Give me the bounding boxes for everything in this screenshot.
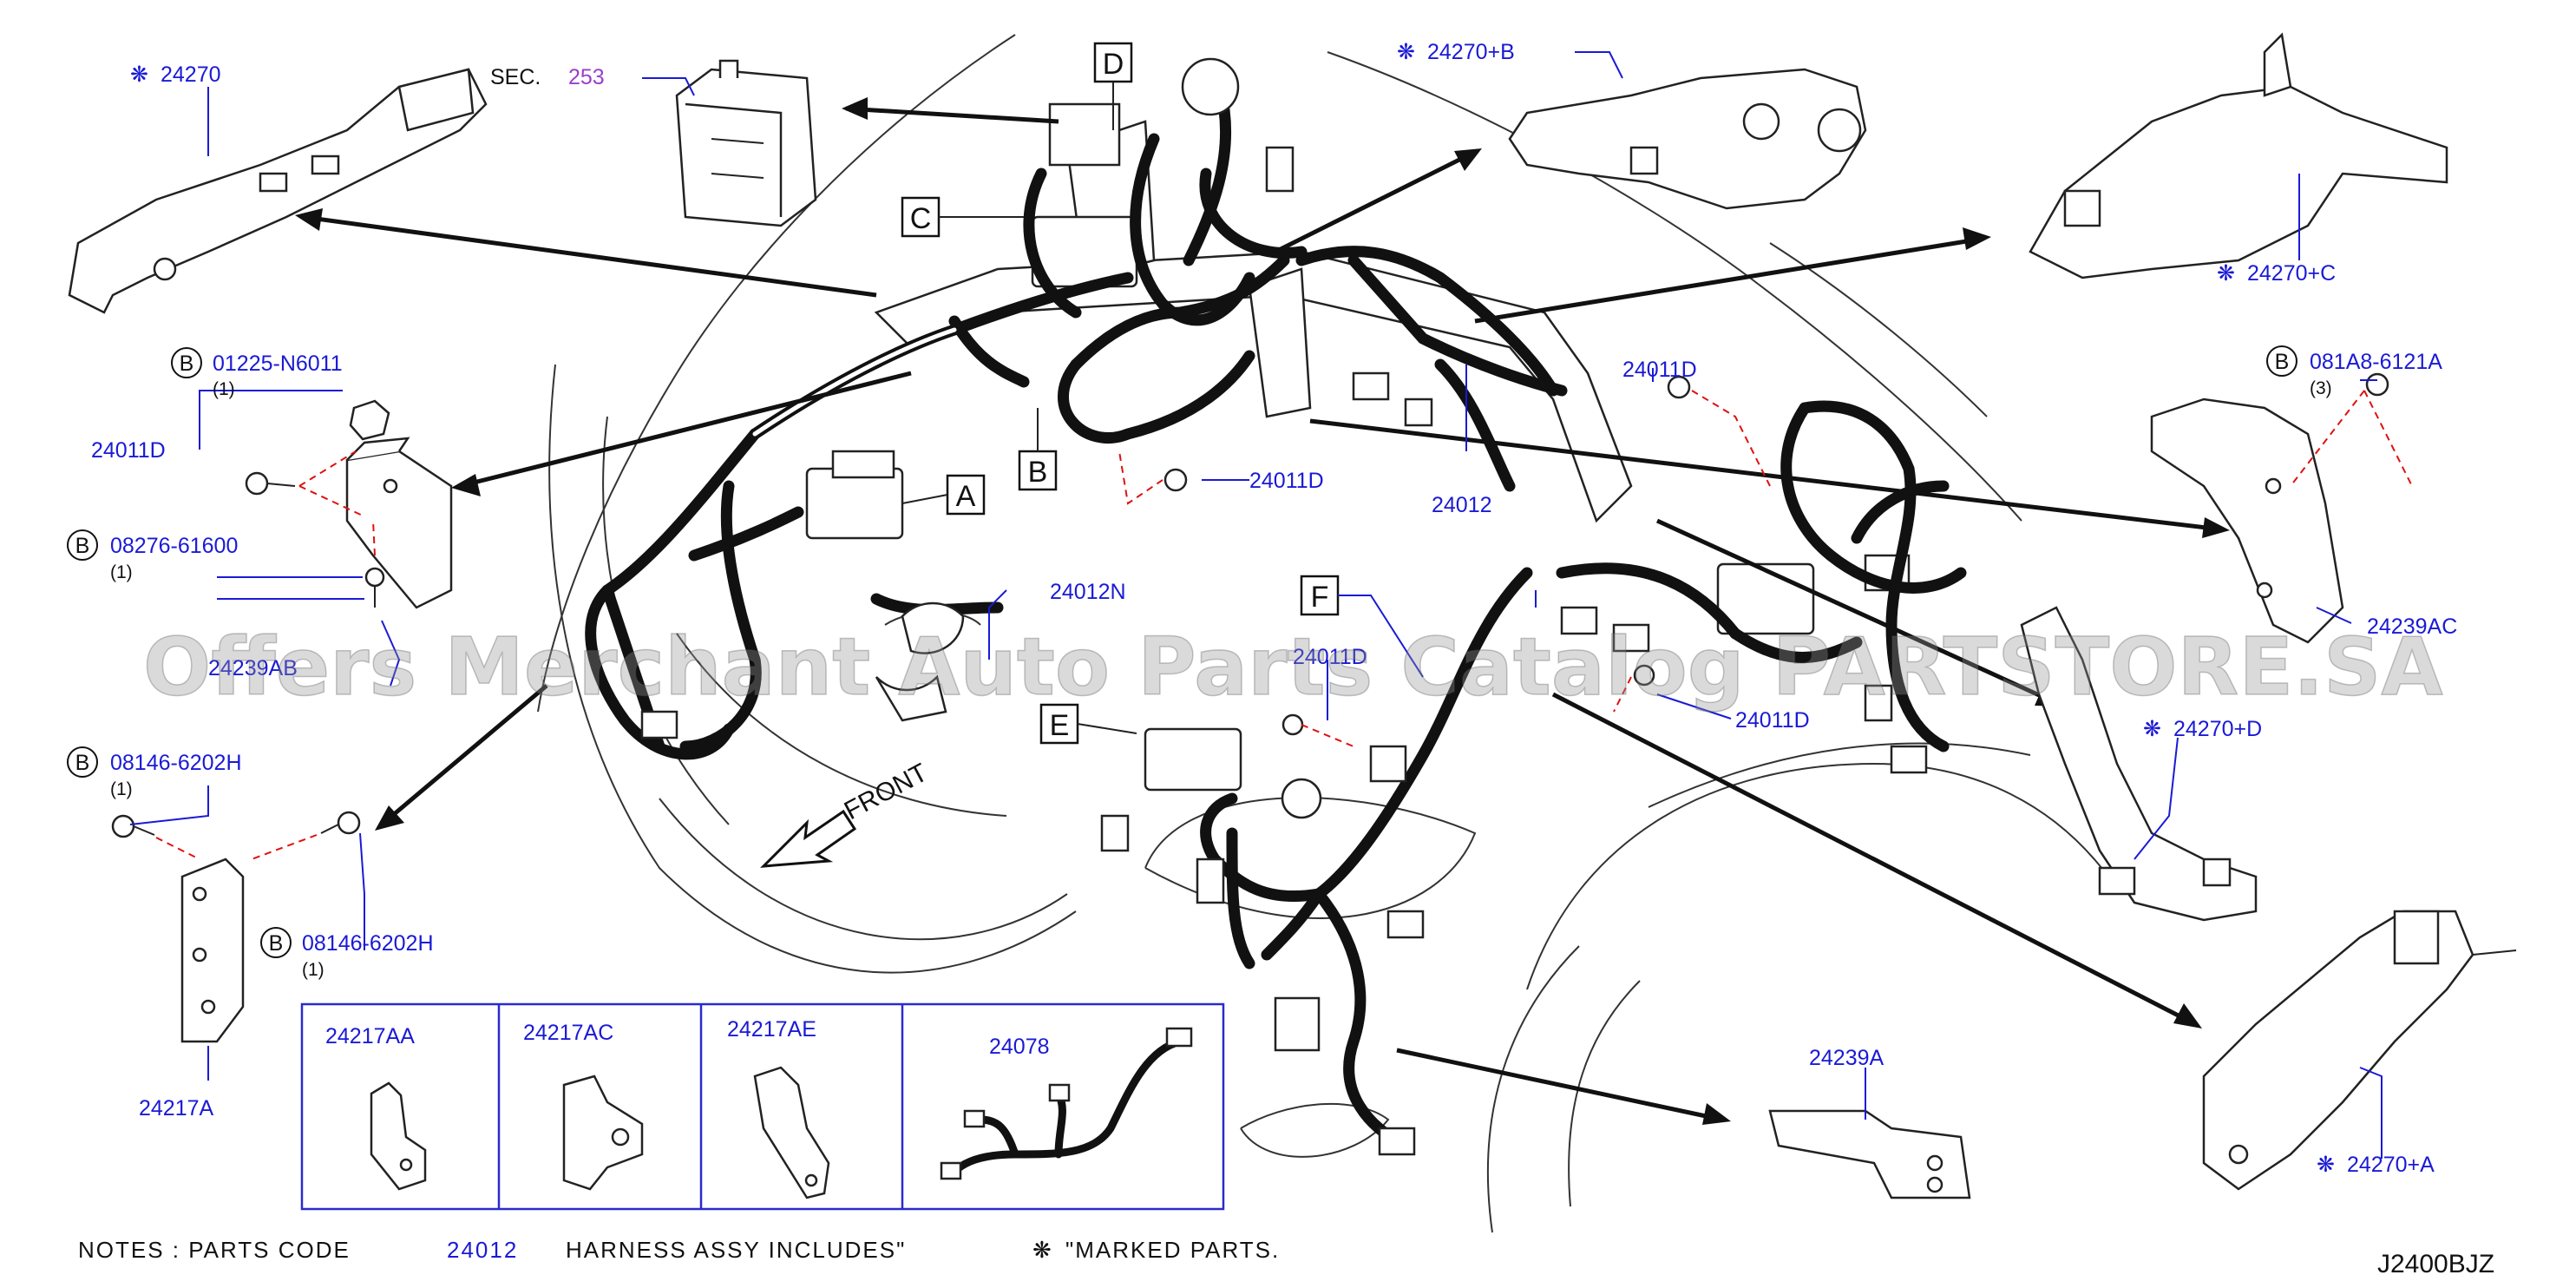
label-08146-top: 08146-6202H [110,751,242,775]
label-08276: 08276-61600 [110,534,238,558]
label-01225: 01225-N6011 [213,352,343,376]
part-24270b-bracket [1508,68,1867,210]
part-sec253-control-unit [675,59,817,227]
callout-box-b: B [1018,408,1058,491]
watermark-text: Offers Merchant Auto Parts Catalog PARTS… [143,621,2443,713]
label-24011d-lower: 24011D [1735,708,1810,733]
callout-a-label: A [956,480,976,513]
label-24270b: 24270+B [1427,40,1515,64]
notes-asterisk: ❋ [1032,1237,1053,1263]
part-24270a-bracket [2202,910,2517,1191]
callout-box-a: A [901,474,986,516]
label-08146-bottom-qty: (1) [302,960,324,980]
label-24011d-mid: 24011D [1293,645,1367,669]
label-081a8: 081A8-6121A [2310,350,2442,374]
callout-e-label: E [1050,709,1070,742]
label-24239ac: 24239AC [2367,614,2457,639]
notes-marked: "MARKED PARTS. [1065,1237,1280,1263]
label-24011d-right: 24011D [1622,358,1697,382]
diagram-ref-code: J2400BJZ [2377,1250,2494,1278]
part-24270d-bracket [2020,606,2258,922]
panel-item-24217aa: 24217AA [325,1024,415,1048]
panel-item-24078: 24078 [989,1035,1050,1059]
explosion-arrows [295,97,2230,1125]
callout-c-label: C [910,202,932,235]
fasteners [111,372,2413,860]
callout-box-c: C [901,196,1024,238]
part-24217a-bracket [180,858,245,1043]
callout-b-label: B [1028,456,1048,489]
panel-item-24217ae: 24217AE [727,1017,816,1042]
part-24270c-bracket [2029,32,2448,279]
label-24270a: 24270+A [2347,1153,2435,1177]
included-parts-panel: 24217AA 24217AC 24217AE 24078 [300,1002,1225,1211]
notes-code: 24012 [447,1237,518,1263]
label-sec: SEC. [490,65,541,89]
notes-line: NOTES : PARTS CODE 24012 HARNESS ASSY IN… [78,1237,1280,1263]
panel-item-24217ac: 24217AC [523,1021,613,1045]
label-24270d: 24270+D [2173,717,2262,741]
label-24270: 24270 [161,62,221,87]
label-24239ab: 24239AB [208,656,298,680]
notes-middle: HARNESS ASSY INCLUDES" [566,1237,906,1263]
label-24011d-center: 24011D [1249,469,1324,493]
label-24270c: 24270+C [2247,261,2336,286]
asterisk-24270a: ❋ [2317,1153,2335,1177]
main-harness-assembly [585,57,1967,1156]
leader-lines [129,51,2383,1159]
part-labels: ❋ 24270 SEC. 253 ❋ 24270+B ❋ 24270+C B 0… [67,40,2457,1177]
label-08146-top-qty: (1) [110,779,133,799]
asterisk-24270b: ❋ [1397,40,1415,64]
label-24217a: 24217A [139,1096,214,1120]
callout-d-label: D [1103,48,1124,81]
callout-box-e: E [1039,703,1137,745]
callout-f-label: F [1311,581,1329,614]
asterisk-24270d: ❋ [2143,717,2161,741]
notes-prefix: NOTES : PARTS CODE [78,1237,351,1263]
circle-b-081a8: B [2275,350,2290,374]
circle-b-01225: B [180,352,194,376]
front-label: FRONT [840,759,933,826]
label-24011d-left: 24011D [91,438,166,463]
label-sec-number: 253 [568,65,605,89]
circle-b-08146-top: B [75,751,90,775]
label-08276-qty: (1) [110,562,133,582]
front-indicator: FRONT [760,759,933,868]
callout-box-d: D [1093,42,1133,130]
part-24239ab-bracket [345,437,453,609]
asterisk-24270c: ❋ [2217,261,2235,286]
asterisk-24270: ❋ [130,62,148,87]
part-24270-bracket [68,68,488,314]
label-24239a: 24239A [1809,1046,1884,1070]
part-24239ac-bracket [2150,398,2344,644]
label-081a8-qty: (3) [2310,378,2332,398]
part-24239a-plate [1768,1109,1971,1199]
callout-box-f: F [1300,575,1424,678]
label-01225-qty: (1) [213,379,235,399]
label-08146-bottom: 08146-6202H [302,931,434,956]
circle-b-08276: B [75,534,90,558]
label-24012n: 24012N [1050,580,1126,604]
label-24012: 24012 [1432,493,1492,517]
circle-b-08146-bottom: B [269,931,284,956]
